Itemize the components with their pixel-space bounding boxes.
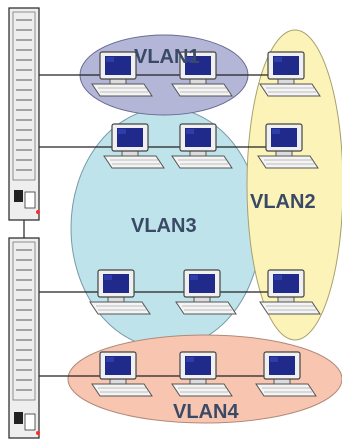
vlan4-label: VLAN4 (173, 401, 239, 423)
vlan2-label: VLAN2 (250, 191, 316, 213)
vlan1-label: VLAN1 (134, 46, 200, 68)
switch-top (9, 8, 40, 220)
switch-bottom (9, 238, 40, 438)
vlan3-label: VLAN3 (131, 215, 197, 237)
